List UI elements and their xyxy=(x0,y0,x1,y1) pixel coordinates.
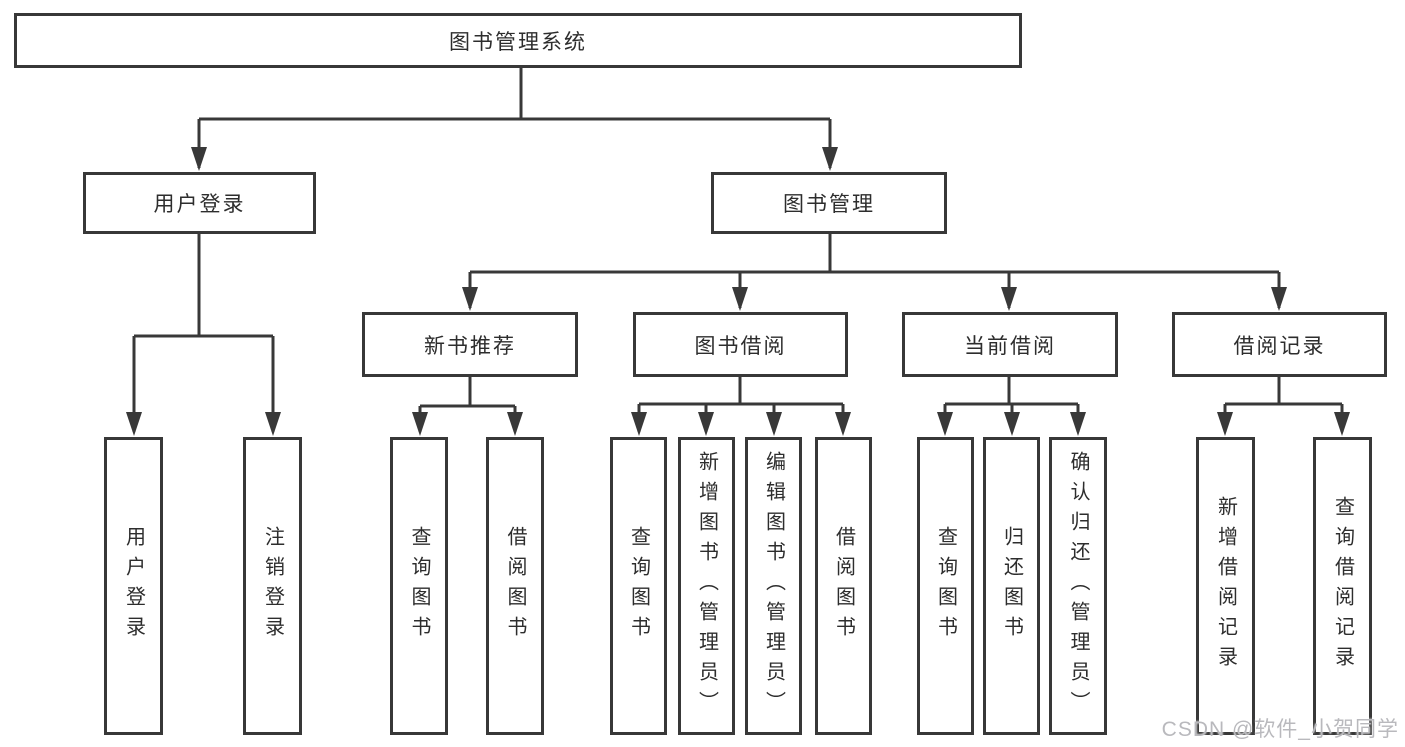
node-user-login-label: 用户登录 xyxy=(153,193,246,216)
node-borrowing-records: 借阅记录 xyxy=(1172,312,1387,377)
leaf-user-login-label: 用户登录 xyxy=(122,526,145,646)
leaf-borrow-books-recommend-label: 借阅图书 xyxy=(504,526,526,646)
leaf-return-books: 归还图书 xyxy=(983,437,1040,735)
node-root-label: 图书管理系统 xyxy=(449,30,587,54)
leaf-confirm-return-admin: 确认归还（管理员） xyxy=(1049,437,1107,735)
node-book-management-label: 图书管理 xyxy=(783,193,875,216)
node-borrowing-records-label: 借阅记录 xyxy=(1233,334,1326,358)
watermark: CSDN @软件_小贺同学 xyxy=(1161,718,1399,741)
leaf-query-borrow-record: 查询借阅记录 xyxy=(1313,437,1372,735)
node-root: 图书管理系统 xyxy=(14,13,1022,68)
leaf-query-borrow-record-label: 查询借阅记录 xyxy=(1331,496,1354,676)
leaf-query-books-recommend: 查询图书 xyxy=(390,437,448,735)
leaf-confirm-return-admin-label: 确认归还（管理员） xyxy=(1067,451,1089,721)
leaf-edit-books-admin-label: 编辑图书（管理员） xyxy=(762,451,785,721)
node-book-borrowing: 图书借阅 xyxy=(633,312,848,377)
node-new-book-recommendation: 新书推荐 xyxy=(362,312,578,377)
leaf-add-books-admin-label: 新增图书（管理员） xyxy=(695,451,718,721)
leaf-add-books-admin: 新增图书（管理员） xyxy=(678,437,735,735)
leaf-borrow-books: 借阅图书 xyxy=(815,437,872,735)
leaf-borrow-books-recommend: 借阅图书 xyxy=(486,437,544,735)
arrowheads xyxy=(126,147,1350,436)
leaf-add-borrow-record: 新增借阅记录 xyxy=(1196,437,1255,735)
node-current-borrowing-label: 当前借阅 xyxy=(964,334,1056,358)
leaf-query-books-current: 查询图书 xyxy=(917,437,974,735)
connector-shafts xyxy=(132,68,1344,432)
leaf-user-login: 用户登录 xyxy=(104,437,163,735)
node-current-borrowing: 当前借阅 xyxy=(902,312,1118,377)
node-book-management: 图书管理 xyxy=(711,172,947,234)
leaf-logout-login: 注销登录 xyxy=(243,437,302,735)
leaf-edit-books-admin: 编辑图书（管理员） xyxy=(745,437,802,735)
node-user-login: 用户登录 xyxy=(83,172,316,234)
node-new-book-recommendation-label: 新书推荐 xyxy=(424,334,516,358)
leaf-add-borrow-record-label: 新增借阅记录 xyxy=(1214,496,1237,676)
node-book-borrowing-label: 图书借阅 xyxy=(694,334,787,358)
leaf-return-books-label: 归还图书 xyxy=(1000,526,1023,646)
leaf-query-books-current-label: 查询图书 xyxy=(934,526,957,646)
leaf-borrow-books-label: 借阅图书 xyxy=(832,526,855,646)
leaf-query-books-borrow: 查询图书 xyxy=(610,437,667,735)
leaf-logout-login-label: 注销登录 xyxy=(261,526,284,646)
leaf-query-books-borrow-label: 查询图书 xyxy=(627,526,650,646)
leaf-query-books-recommend-label: 查询图书 xyxy=(408,526,430,646)
